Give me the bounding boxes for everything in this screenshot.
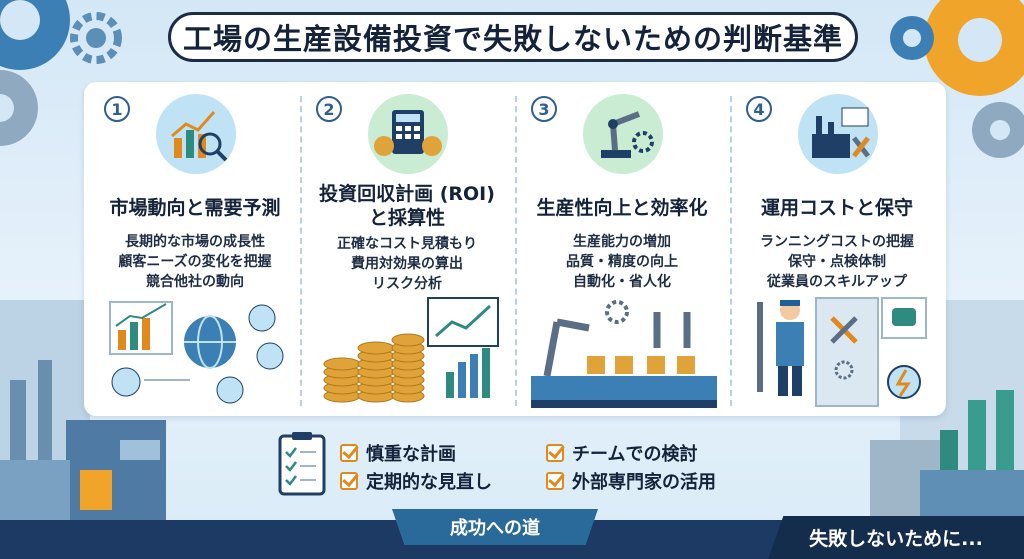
gear-icon [890, 16, 934, 60]
checkbox-checked-icon [340, 444, 358, 462]
criterion-roi: 2 投資回収計画 (ROI) と採算性 正確なコスト見積もり 費用対効果の算出 … [302, 82, 512, 416]
page-title: 工場の生産設備投資で失敗しないための判断基準 [168, 12, 858, 62]
checklist-label: チームでの検討 [572, 444, 698, 465]
criterion-item: 長期的な市場の成長性 [125, 234, 265, 250]
market-chart-magnifier-icon [156, 94, 236, 174]
checkbox-checked-icon [546, 472, 564, 490]
criterion-market: 1 市場動向と需要予測 長期的な市場の成長性 顧客ニーズの変化を把握 競合他社の… [90, 82, 300, 416]
criterion-item: 競合他社の動向 [146, 274, 244, 290]
column-divider [730, 96, 732, 406]
column-divider [300, 96, 302, 406]
criterion-number: 2 [316, 96, 342, 122]
gear-icon [0, 0, 70, 70]
checklist-label: 定期的な見直し [366, 472, 492, 493]
criterion-items: 正確なコスト見積もり 費用対効果の算出 リスク分析 [302, 234, 512, 294]
robot-arm-icon [583, 94, 663, 174]
criterion-number: 1 [104, 96, 130, 122]
checklist-item: 慎重な計画 [340, 440, 456, 466]
checkbox-checked-icon [340, 472, 358, 490]
gear-icon [70, 12, 122, 64]
bottom-caption: 失敗しないために... [768, 516, 1024, 559]
gear-icon [0, 70, 38, 146]
gear-icon [972, 102, 1024, 158]
success-banner: 成功への道 [392, 509, 598, 545]
checklist-item: 外部専門家の活用 [546, 468, 716, 494]
calculator-money-icon [368, 94, 448, 174]
criterion-item: 顧客ニーズの変化を把握 [118, 254, 272, 270]
criterion-title: 市場動向と需要予測 [109, 197, 281, 219]
column-divider [515, 96, 517, 406]
checklist-item: チームでの検討 [546, 440, 697, 466]
checklist-item: 定期的な見直し [340, 468, 492, 494]
criterion-item: 費用対効果の算出 [351, 256, 463, 272]
criterion-number: 4 [746, 96, 772, 122]
criterion-item: 保守・点検体制 [788, 254, 886, 270]
clipboard-checklist-icon [278, 432, 326, 496]
criterion-item: 正確なコスト見積もり [337, 236, 477, 252]
criterion-items: ランニングコストの把握 保守・点検体制 従業員のスキルアップ [732, 232, 942, 292]
criterion-item: ランニングコストの把握 [760, 234, 914, 250]
gear-icon [924, 0, 1024, 96]
criterion-title: 運用コストと保守 [760, 197, 913, 219]
checklist-label: 外部専門家の活用 [572, 472, 716, 493]
criterion-title: と採算性 [368, 207, 445, 229]
criterion-item: 品質・精度の向上 [566, 254, 678, 270]
criterion-operation: 4 運用コストと保守 ランニングコストの把握 保守・点検体制 従業員のスキルアッ… [732, 82, 942, 416]
criterion-items: 生産能力の増加 品質・精度の向上 自動化・省人化 [517, 232, 727, 292]
criterion-item: 従業員のスキルアップ [767, 274, 907, 290]
factory-tools-icon [798, 94, 878, 174]
criterion-item: リスク分析 [372, 276, 442, 292]
checkbox-checked-icon [546, 444, 564, 462]
criterion-productivity: 3 生産性向上と効率化 生産能力の増加 品質・精度の向上 自動化・省人化 [517, 82, 727, 416]
factory-left-illustration [0, 300, 166, 520]
production-line-illustration [531, 300, 717, 408]
criterion-number: 3 [531, 96, 557, 122]
coins-chart-illustration [323, 297, 499, 403]
market-network-illustration [109, 301, 284, 404]
criterion-title: 生産性向上と効率化 [536, 197, 708, 219]
checklist-label: 慎重な計画 [366, 444, 456, 465]
maintenance-worker-illustration [757, 297, 927, 407]
criterion-item: 生産能力の増加 [573, 234, 671, 250]
criterion-title: 投資回収計画 (ROI) [319, 183, 495, 205]
criterion-item: 自動化・省人化 [573, 274, 671, 290]
criterion-items: 長期的な市場の成長性 顧客ニーズの変化を把握 競合他社の動向 [90, 232, 300, 292]
